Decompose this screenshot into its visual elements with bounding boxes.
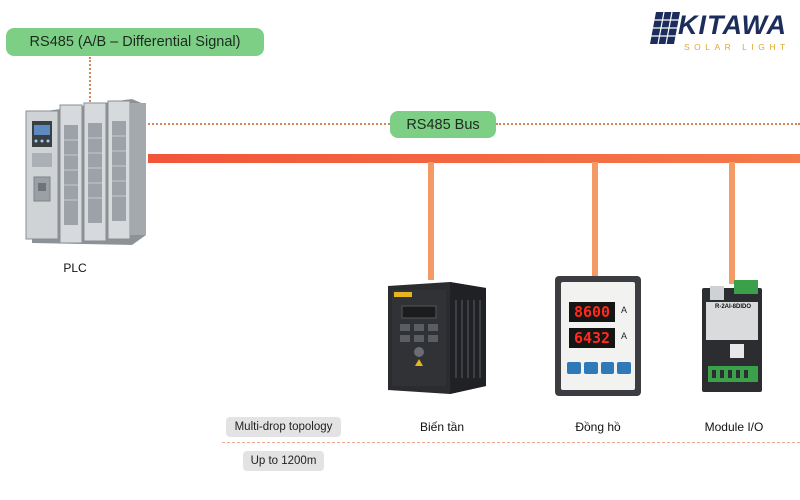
brand-name: KITAWA [678, 10, 787, 40]
drop-line-inverter [428, 162, 434, 280]
dotted-bus-line-right [496, 123, 800, 125]
bus-label: RS485 Bus [390, 111, 496, 138]
inverter-label: Biến tần [419, 420, 465, 434]
meter-value-bottom: 6432 [573, 329, 611, 347]
meter-button-4 [617, 362, 631, 374]
solar-panel-icon [650, 12, 680, 44]
plc-icon [25, 99, 146, 245]
inverter-icon [388, 282, 486, 394]
meter-button-3 [600, 362, 615, 374]
meter-button-1 [567, 362, 581, 374]
plc-label: PLC [63, 261, 87, 275]
meter-unit-top: A [621, 305, 628, 315]
brand-tagline: SOLAR LIGHT [684, 42, 790, 52]
kitawa-logo: KITAWA SOLAR LIGHT [650, 10, 790, 56]
dotted-bus-line-left [148, 123, 390, 125]
plc-device [22, 95, 148, 245]
meter-buttons [567, 362, 631, 374]
io-module-device: R-2AI-8DIDO [700, 280, 766, 396]
meter-reading-bottom: 6432 [569, 328, 615, 348]
io-module-model: R-2AI-8DIDO [714, 304, 751, 310]
meter-value-top: 8600 [573, 303, 611, 321]
meter-reading-top: 8600 [569, 302, 615, 322]
signal-label: RS485 (A/B – Differential Signal) [6, 28, 264, 56]
meter-device: 8600 A 6432 A [555, 276, 641, 396]
topology-label: Multi-drop topology [226, 417, 341, 437]
meter-label: Đồng hồ [575, 420, 621, 434]
drop-line-meter [592, 162, 598, 278]
distance-label: Up to 1200m [243, 451, 324, 471]
meter-unit-bottom: A [621, 331, 628, 341]
dashed-baseline [222, 442, 800, 443]
inverter-device [388, 278, 488, 396]
signal-dotted-line [89, 57, 91, 105]
rs485-bus-line [148, 154, 800, 163]
meter-face: 8600 A 6432 A [561, 282, 635, 390]
io-module-icon [702, 280, 762, 392]
io-module-label: Module I/O [704, 420, 764, 434]
drop-line-io [729, 162, 735, 284]
meter-button-2 [583, 362, 598, 374]
